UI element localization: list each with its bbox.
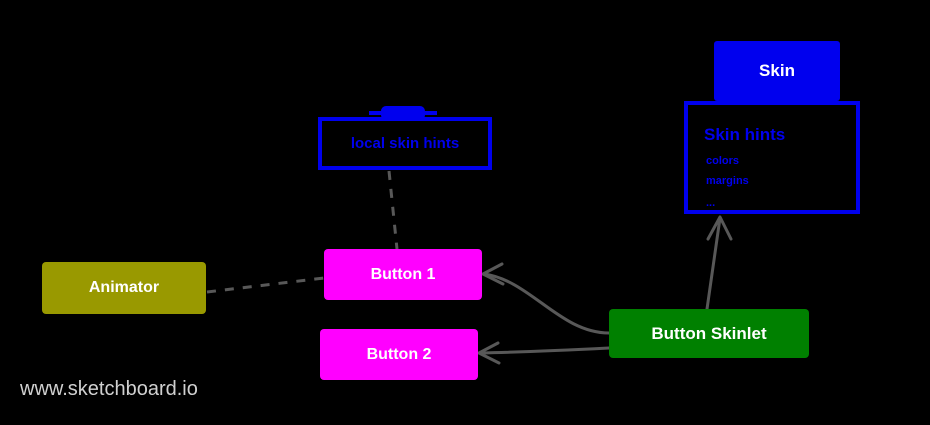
watermark-sketchboard: www.sketchboard.io [20, 378, 198, 400]
arrowhead-button1 [481, 262, 505, 286]
node-animator-label: Animator [88, 279, 160, 296]
connector-skinlet-to-skin-hints [705, 216, 722, 311]
node-button-1[interactable]: Button 1 [324, 249, 482, 300]
node-button-skinlet[interactable]: Button Skinlet [609, 309, 809, 358]
skin-hints-item-ellipsis: ... [706, 197, 716, 209]
node-button-2[interactable]: Button 2 [320, 329, 478, 380]
node-local-skin-hints-label: local skin hints [350, 135, 460, 152]
node-button-skinlet-label: Button Skinlet [651, 323, 767, 343]
node-button-1-label: Button 1 [370, 265, 436, 283]
skin-hints-item-colors: colors [706, 155, 740, 167]
node-skin[interactable]: Skin [714, 41, 840, 101]
arrowhead-button2 [477, 341, 501, 365]
node-skin-label: Skin [759, 61, 795, 80]
arrowhead-skin-hints [706, 215, 733, 241]
node-skin-hints[interactable]: Skin hints colors margins ... [684, 101, 860, 214]
node-local-skin-hints[interactable]: local skin hints [318, 117, 492, 170]
connector-skinlet-to-button2 [478, 346, 611, 355]
node-button-2-label: Button 2 [366, 345, 432, 363]
scribble-decoration [369, 106, 437, 120]
connector-animator-to-button1 [206, 276, 325, 294]
node-animator[interactable]: Animator [42, 262, 206, 314]
connector-local-skin-hints-to-button1 [387, 170, 399, 250]
skin-hints-title: Skin hints [704, 125, 786, 144]
skin-hints-item-margins: margins [706, 175, 749, 187]
connector-skinlet-to-button1 [482, 272, 611, 335]
